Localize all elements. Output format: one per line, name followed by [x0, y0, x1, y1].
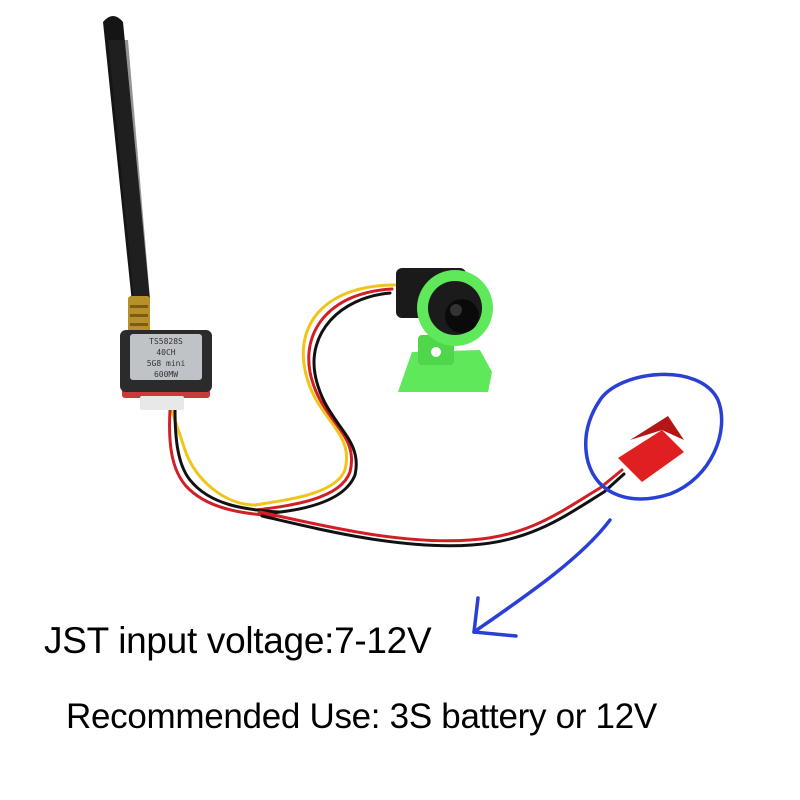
- input-voltage-caption: JST input voltage:7-12V: [44, 620, 432, 661]
- annotation-circle-and-arrow: [472, 372, 724, 638]
- video-transmitter: TS5828S 40CH 5G8 mini 600MW: [120, 330, 212, 410]
- wire-harness: [166, 283, 626, 548]
- transmitter-label-line-4: 600MW: [154, 370, 178, 379]
- antenna: [103, 16, 150, 336]
- transmitter-label-line-3: 5G8 mini: [147, 359, 186, 368]
- transmitter-label-line-1: TS5828S: [149, 337, 183, 346]
- jst-connector: [618, 416, 684, 482]
- transmitter-label-line-2: 40CH: [156, 348, 175, 357]
- recommended-use-caption: Recommended Use: 3S battery or 12V: [66, 697, 657, 736]
- fpv-camera: [396, 268, 493, 392]
